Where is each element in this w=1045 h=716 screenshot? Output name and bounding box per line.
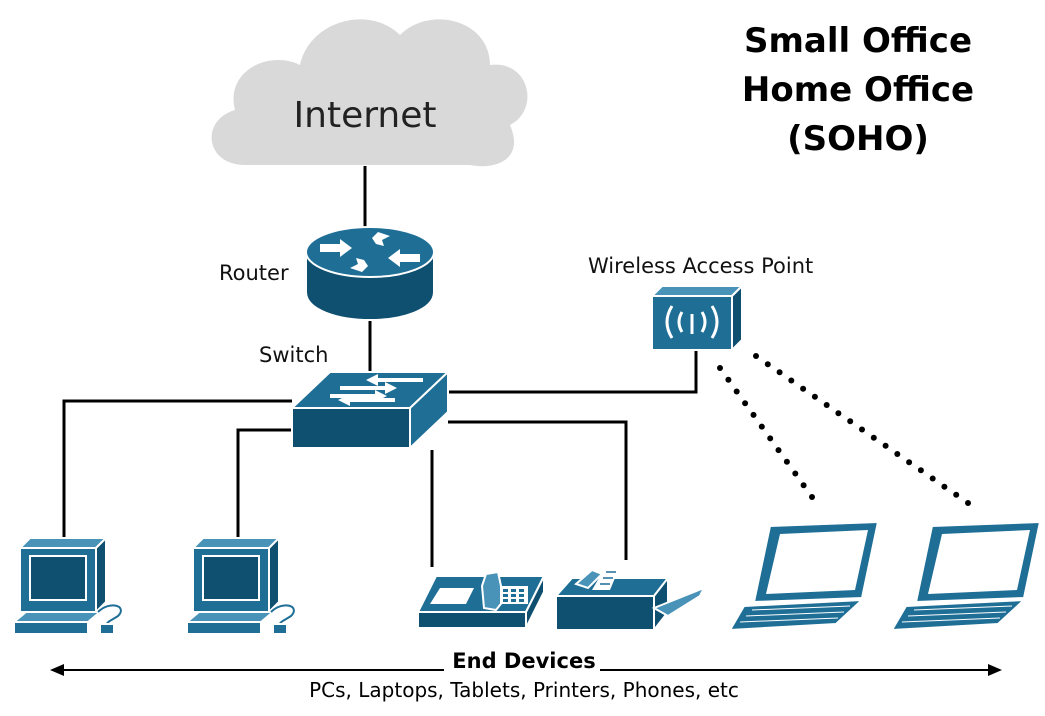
phone-display (430, 588, 474, 604)
phone-side (525, 575, 545, 629)
title-line-3: (SOHO) (787, 119, 929, 159)
wireless-dot (859, 426, 865, 433)
cloud-icon (211, 19, 528, 167)
wireless-dot (894, 451, 901, 457)
pc2-screen (202, 555, 260, 601)
pc2-monitor-side (268, 535, 280, 615)
title-line-1: Small Office (744, 21, 972, 61)
wire-switch-wap (448, 350, 698, 394)
pc1-mouse-cable (97, 604, 122, 627)
router-device: Router (219, 226, 435, 322)
switch-device: Switch (259, 343, 451, 451)
router-arrows-icon (320, 232, 420, 272)
keypad-keys (503, 589, 524, 602)
network-wires (62, 166, 698, 567)
laptop2-keys (901, 605, 1013, 623)
pc1-monitor-side (95, 535, 107, 615)
pc2-monitor-top (190, 537, 282, 549)
laptop2-keyboard-icon (890, 598, 1027, 632)
laptop1-keyboard-icon (728, 598, 865, 632)
fax-paper-lines (600, 571, 616, 585)
wireless-dot (809, 494, 815, 500)
pc1-base-top (11, 611, 103, 623)
arrow-left-icon (50, 664, 64, 676)
laptop1-screen-icon (766, 530, 868, 594)
wireless-dot (750, 411, 757, 418)
wireless-dot (882, 442, 889, 449)
wireless-dot (906, 459, 913, 466)
internet-label: Internet (294, 95, 437, 136)
switch-label: Switch (259, 343, 328, 367)
pc1-keyboard-icon (13, 621, 89, 635)
wireless-links (717, 353, 971, 506)
wireless-dot (965, 500, 971, 506)
wireless-link-laptop1 (717, 365, 815, 500)
wireless-dot (941, 483, 948, 490)
switch-arrows-icon (330, 374, 423, 406)
wireless-dot (792, 470, 799, 477)
wireless-dot (733, 388, 740, 395)
pc2-mouse-icon (272, 623, 288, 635)
wireless-dot (811, 393, 818, 400)
wire-switch-pc1 (62, 399, 292, 538)
arrow-right-icon (988, 664, 1002, 676)
pc-device-2 (184, 535, 295, 635)
pc1-monitor-top (17, 537, 109, 549)
wap-device: Wireless Access Point (588, 254, 813, 353)
wireless-dot (775, 447, 782, 454)
switch-front (291, 407, 411, 449)
pc2-mouse-cable (270, 604, 295, 627)
wireless-link-laptop2 (753, 353, 971, 506)
pc2-base-top (184, 611, 276, 623)
diagram-title: Small Office Home Office (SOHO) (742, 21, 974, 159)
phone-device (416, 570, 546, 629)
wireless-dot (847, 418, 854, 425)
laptop2-screen-icon (928, 530, 1030, 594)
wire-switch-fax (448, 420, 628, 560)
wireless-dot (917, 467, 924, 474)
wireless-dot (783, 458, 790, 465)
wireless-dot (870, 434, 877, 441)
router-label: Router (219, 261, 289, 285)
pc2-keyboard-icon (186, 621, 262, 635)
pc-device-1 (11, 535, 122, 635)
wireless-dot (725, 376, 732, 383)
wireless-dot (929, 475, 936, 482)
wireless-dot (823, 402, 830, 408)
laptop-device-2 (890, 520, 1042, 632)
fax-front (555, 595, 655, 631)
wire-switch-pc2 (236, 428, 292, 538)
end-devices-subtext: PCs, Laptops, Tablets, Printers, Phones,… (309, 678, 739, 702)
wap-top (649, 285, 745, 297)
end-devices-heading: End Devices (452, 649, 595, 673)
wireless-dot (953, 491, 960, 498)
wireless-dot (758, 423, 765, 430)
wap-side (731, 283, 743, 353)
router-icon (305, 226, 435, 278)
wireless-dot (788, 377, 795, 384)
wap-label: Wireless Access Point (588, 254, 813, 278)
wireless-dot (776, 369, 783, 376)
wireless-dot (767, 435, 774, 442)
wireless-dot (742, 400, 749, 407)
pc1-screen (29, 555, 87, 601)
wireless-dot (764, 361, 771, 368)
fax-device (553, 566, 707, 633)
phone-front (417, 611, 527, 629)
fax-paper-tray (651, 586, 707, 618)
title-line-2: Home Office (742, 70, 974, 110)
end-devices-footer: End Devices PCs, Laptops, Tablets, Print… (50, 649, 1002, 702)
internet-cloud: Internet (211, 19, 528, 167)
laptop1-keys (739, 605, 851, 623)
switch-side (409, 369, 449, 451)
wireless-dot (835, 410, 842, 417)
laptop-device-1 (728, 520, 880, 632)
wireless-dot (800, 385, 807, 392)
wireless-dot (753, 353, 759, 359)
wireless-dot (717, 365, 723, 371)
pc1-mouse-icon (99, 623, 115, 635)
wireless-dot (800, 482, 807, 489)
wifi-signal-icon (665, 305, 719, 339)
